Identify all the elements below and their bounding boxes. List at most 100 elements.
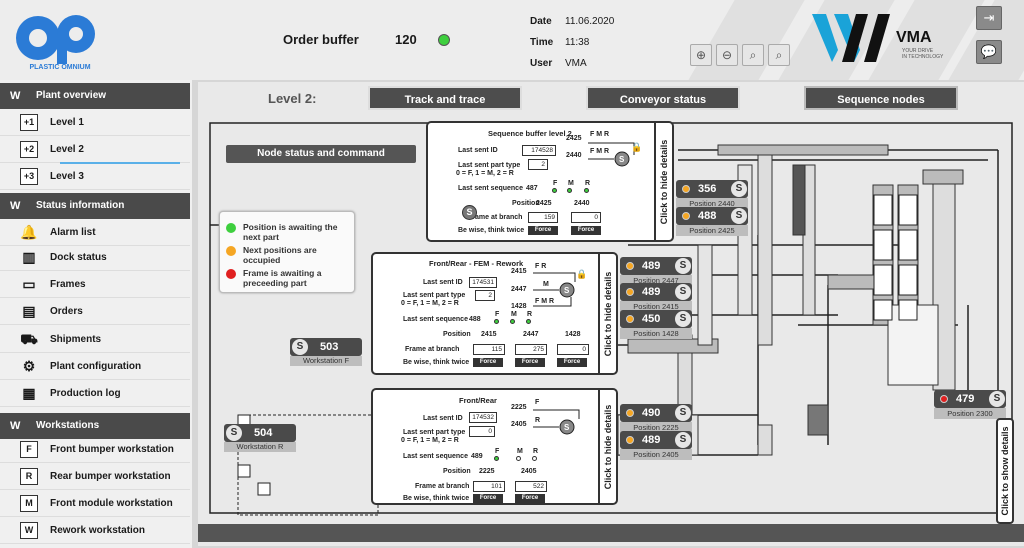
sidebar-item-production-log[interactable]: ▦Production log bbox=[0, 380, 190, 407]
node-status-and-command-button[interactable]: Node status and command bbox=[226, 145, 416, 163]
frame-field-1[interactable]: 115 bbox=[473, 344, 505, 355]
level-label: Level 2: bbox=[268, 91, 317, 106]
order-buffer-status-dot bbox=[438, 34, 450, 46]
s-toggle-icon[interactable]: S bbox=[462, 205, 477, 220]
f-status-dot bbox=[494, 456, 499, 461]
s-icon[interactable]: S bbox=[675, 284, 691, 300]
force-button-2[interactable]: Force bbox=[571, 226, 601, 235]
s-icon[interactable]: S bbox=[675, 405, 691, 421]
hide-details-button[interactable]: Click to hide details bbox=[598, 390, 616, 503]
force-button-1[interactable]: Force bbox=[528, 226, 558, 235]
sequence-buffer-panel: Sequence buffer level 2 Last sent ID 174… bbox=[426, 121, 674, 242]
tab-track-and-trace[interactable]: Track and trace bbox=[368, 86, 522, 110]
sidebar-item-label: Plant configuration bbox=[50, 361, 142, 372]
last-sent-type-field[interactable]: 2 bbox=[528, 159, 548, 170]
frame-field-3[interactable]: 0 bbox=[557, 344, 589, 355]
f-icon: F bbox=[20, 441, 38, 458]
s-icon[interactable]: S bbox=[731, 208, 747, 224]
alert-icon[interactable]: 💬 bbox=[976, 40, 1002, 64]
show-details-button[interactable]: Click to show details bbox=[996, 418, 1014, 524]
s-icon[interactable]: S bbox=[731, 181, 747, 197]
last-sent-seq-label: Last sent sequence bbox=[458, 185, 523, 192]
status-dot bbox=[626, 436, 634, 444]
zoom-reset-icon[interactable]: ⌕ bbox=[768, 44, 790, 66]
workstation-label: Workstation R bbox=[224, 442, 296, 452]
last-sent-type-field[interactable]: 0 bbox=[469, 426, 495, 437]
force-button-2[interactable]: Force bbox=[515, 494, 545, 503]
m-label: M bbox=[511, 311, 517, 318]
section-icon: W bbox=[10, 90, 21, 102]
sidebar-item-label: Orders bbox=[50, 306, 83, 317]
sidebar-item-frames[interactable]: ▭Frames bbox=[0, 271, 190, 298]
sidebar-item-alarm-list[interactable]: 🔔Alarm list bbox=[0, 219, 190, 246]
route-label-1: F bbox=[535, 399, 540, 406]
section-title: Plant overview bbox=[36, 90, 107, 101]
frame-field-1[interactable]: 159 bbox=[528, 212, 558, 223]
position-value: 489 bbox=[642, 286, 661, 298]
s-icon[interactable]: S bbox=[292, 339, 308, 355]
last-sent-type-field[interactable]: 2 bbox=[475, 290, 495, 301]
last-sent-id-field[interactable]: 174528 bbox=[522, 145, 556, 156]
hide-details-button[interactable]: Click to hide details bbox=[598, 254, 616, 373]
s-icon[interactable]: S bbox=[675, 311, 691, 327]
force-button-1[interactable]: Force bbox=[473, 494, 503, 503]
frame-field-1[interactable]: 101 bbox=[473, 481, 505, 492]
plastic-omnium-logo bbox=[16, 15, 95, 64]
position-value-2: 2440 bbox=[574, 200, 590, 207]
hide-details-button[interactable]: Click to hide details bbox=[654, 123, 672, 240]
frame-at-branch-label: Frame at branch bbox=[405, 346, 460, 353]
force-button-1[interactable]: Force bbox=[473, 358, 503, 367]
svg-text:S: S bbox=[564, 423, 570, 432]
frame-field-2[interactable]: 522 bbox=[515, 481, 547, 492]
sidebar-item-orders[interactable]: ▤Orders bbox=[0, 298, 190, 325]
last-sent-seq-label: Last sent sequence bbox=[403, 316, 468, 323]
frame-field-2[interactable]: 0 bbox=[571, 212, 601, 223]
sidebar-item-dock-status[interactable]: ▥Dock status bbox=[0, 244, 190, 271]
zoom-in-icon[interactable]: ⊕ bbox=[690, 44, 712, 66]
position-value-1: 2415 bbox=[481, 331, 497, 338]
output-position-1: 2225 bbox=[511, 404, 527, 411]
sidebar-item-shipments[interactable]: ⛟Shipments bbox=[0, 326, 190, 353]
route-label-1: F R bbox=[535, 263, 547, 270]
tab-sequence-nodes[interactable]: Sequence nodes bbox=[804, 86, 958, 110]
s-icon[interactable]: S bbox=[675, 258, 691, 274]
zoom-fit-icon[interactable]: ⌕ bbox=[742, 44, 764, 66]
s-icon[interactable]: S bbox=[989, 391, 1005, 407]
s-icon[interactable]: S bbox=[675, 432, 691, 448]
last-sent-id-field[interactable]: 174531 bbox=[469, 277, 497, 288]
s-icon[interactable]: S bbox=[226, 425, 242, 441]
position-value: 490 bbox=[642, 407, 661, 419]
force-button-2[interactable]: Force bbox=[515, 358, 545, 367]
route-arrows: S bbox=[533, 272, 576, 307]
r-status-dot bbox=[532, 456, 537, 461]
bottom-bar bbox=[198, 524, 1024, 542]
frame-field-2[interactable]: 275 bbox=[515, 344, 547, 355]
sidebar-item-plant-configuration[interactable]: ⚙Plant configuration bbox=[0, 353, 190, 380]
logout-icon[interactable]: ⇥ bbox=[976, 6, 1002, 30]
last-sent-seq-value: 487 bbox=[526, 185, 538, 192]
last-sent-id-field[interactable]: 174532 bbox=[469, 412, 497, 423]
r-label: R bbox=[527, 311, 533, 318]
output-position-2: 2405 bbox=[511, 421, 527, 428]
tab-conveyor-status[interactable]: Conveyor status bbox=[586, 86, 740, 110]
force-button-3[interactable]: Force bbox=[557, 358, 587, 367]
position-label: Position 2405 bbox=[620, 449, 692, 460]
zoom-out-icon[interactable]: ⊖ bbox=[716, 44, 738, 66]
